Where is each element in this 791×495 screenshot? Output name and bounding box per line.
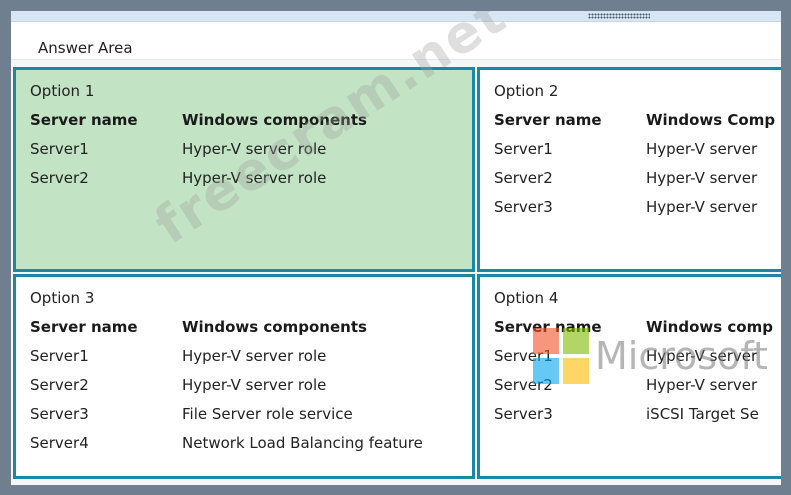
component-cell: Hyper-V server role <box>182 347 327 365</box>
component-cell: Hyper-V server <box>646 376 758 394</box>
server-cell: Server1 <box>30 347 89 365</box>
table-row: Server1 Hyper-V server <box>494 347 773 376</box>
server-cell: Server1 <box>494 140 553 158</box>
column-header-components: Windows components <box>182 111 367 129</box>
table-row: Server2 Hyper-V server <box>494 376 773 405</box>
column-header-server: Server name <box>494 318 602 336</box>
server-cell: Server1 <box>30 140 89 158</box>
component-cell: Network Load Balancing feature <box>182 434 423 452</box>
component-cell: iSCSI Target Se <box>646 405 759 423</box>
option-table: Server name Windows components Server1 H… <box>30 111 367 198</box>
server-cell: Server4 <box>30 434 89 452</box>
window-top-strip <box>11 11 781 22</box>
option-2-card[interactable]: Option 2 Server name Windows Comp Server… <box>477 67 781 272</box>
table-header-row: Server name Windows components <box>30 318 423 347</box>
answer-area-header: Answer Area <box>11 22 781 60</box>
component-cell: Hyper-V server role <box>182 140 327 158</box>
table-row: Server2 Hyper-V server role <box>30 169 367 198</box>
option-3-card[interactable]: Option 3 Server name Windows components … <box>13 274 475 479</box>
column-header-server: Server name <box>30 111 138 129</box>
option-table: Server name Windows comp Server1 Hyper-V… <box>494 318 773 434</box>
server-cell: Server3 <box>494 198 553 216</box>
table-row: Server1 Hyper-V server role <box>30 140 367 169</box>
server-cell: Server3 <box>30 405 89 423</box>
component-cell: Hyper-V server <box>646 198 758 216</box>
column-header-server: Server name <box>30 318 138 336</box>
option-table: Server name Windows Comp Server1 Hyper-V… <box>494 111 775 227</box>
table-row: Server3 File Server role service <box>30 405 423 434</box>
table-row: Server1 Hyper-V server <box>494 140 775 169</box>
component-cell: Hyper-V server <box>646 347 758 365</box>
table-row: Server2 Hyper-V server <box>494 169 775 198</box>
answer-area-title: Answer Area <box>38 39 133 57</box>
option-table: Server name Windows components Server1 H… <box>30 318 423 463</box>
server-cell: Server2 <box>30 376 89 394</box>
component-cell: Hyper-V server role <box>182 376 327 394</box>
column-header-components: Windows comp <box>646 318 773 336</box>
table-header-row: Server name Windows Comp <box>494 111 775 140</box>
table-row: Server3 Hyper-V server <box>494 198 775 227</box>
server-cell: Server2 <box>30 169 89 187</box>
table-row: Server4 Network Load Balancing feature <box>30 434 423 463</box>
answer-area-frame: Answer Area Option 1 Server name Windows… <box>11 11 781 485</box>
option-1-card[interactable]: Option 1 Server name Windows components … <box>13 67 475 272</box>
component-cell: Hyper-V server role <box>182 169 327 187</box>
column-header-server: Server name <box>494 111 602 129</box>
drag-handle-icon[interactable] <box>588 13 650 19</box>
component-cell: Hyper-V server <box>646 169 758 187</box>
table-row: Server3 iSCSI Target Se <box>494 405 773 434</box>
table-header-row: Server name Windows components <box>30 111 367 140</box>
option-title: Option 3 <box>30 289 95 307</box>
server-cell: Server1 <box>494 347 553 365</box>
component-cell: Hyper-V server <box>646 140 758 158</box>
option-title: Option 4 <box>494 289 559 307</box>
column-header-components: Windows Comp <box>646 111 776 129</box>
option-title: Option 2 <box>494 82 559 100</box>
column-header-components: Windows components <box>182 318 367 336</box>
option-4-card[interactable]: Option 4 Server name Windows comp Server… <box>477 274 781 479</box>
server-cell: Server2 <box>494 169 553 187</box>
server-cell: Server2 <box>494 376 553 394</box>
option-title: Option 1 <box>30 82 95 100</box>
table-header-row: Server name Windows comp <box>494 318 773 347</box>
table-row: Server2 Hyper-V server role <box>30 376 423 405</box>
component-cell: File Server role service <box>182 405 353 423</box>
table-row: Server1 Hyper-V server role <box>30 347 423 376</box>
server-cell: Server3 <box>494 405 553 423</box>
